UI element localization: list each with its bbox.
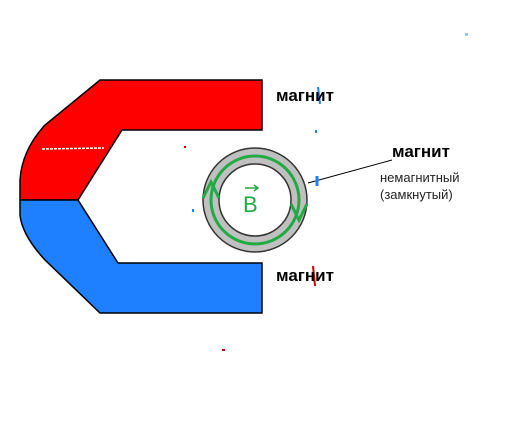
label-magnet-top: магнит	[276, 86, 334, 105]
stray-dot	[465, 33, 468, 36]
field-line-loop	[209, 154, 301, 246]
field-arrow-up-icon	[201, 178, 221, 199]
label-nonmagnetic: немагнитный	[380, 170, 460, 185]
stray-dot	[192, 209, 194, 212]
magnet-south-half	[19, 199, 263, 314]
vector-arrowhead-icon	[253, 184, 260, 192]
label-closed: (замкнутый)	[380, 187, 453, 202]
stray-mark	[312, 265, 316, 287]
label-magnet-ring: магнит	[392, 142, 450, 161]
field-arrow-down-icon	[289, 203, 309, 224]
stray-dot	[222, 349, 225, 351]
field-vector-label: B	[243, 192, 258, 217]
stray-dot	[184, 146, 186, 148]
pointer-line	[307, 159, 393, 184]
magnet-north-half	[19, 79, 263, 201]
label-magnet-bottom: магнит	[276, 266, 334, 285]
ring-inner	[218, 163, 292, 237]
stray-mark	[317, 86, 321, 105]
scribble-mark	[41, 147, 105, 150]
stray-dot	[315, 130, 317, 133]
